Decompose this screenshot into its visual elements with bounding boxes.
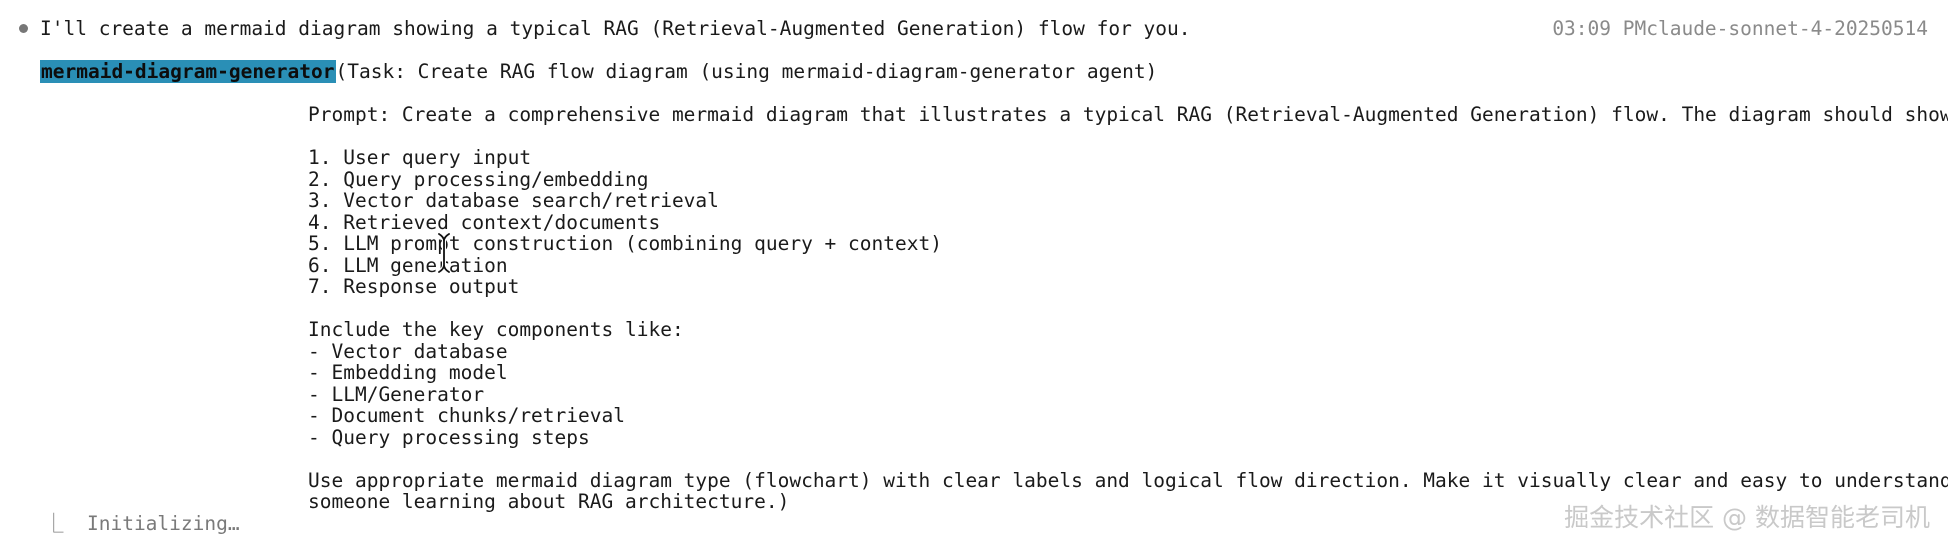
component-item: - Query processing steps xyxy=(308,425,590,449)
prompt-step: 1. User query input xyxy=(308,146,532,169)
agent-name-tag[interactable]: mermaid-diagram-generator xyxy=(40,60,336,83)
model-name: claude-sonnet-4-20250514 xyxy=(1646,17,1928,40)
component-item: - Document chunks/retrieval xyxy=(308,404,625,427)
prompt-step: 2. Query processing/embedding xyxy=(308,167,649,191)
prompt-step: 4. Retrieved context/documents xyxy=(308,210,661,234)
message-meta: 03:09 PMclaude-sonnet-4-20250514 xyxy=(1552,18,1928,40)
text-cursor-icon xyxy=(437,232,451,274)
prompt-intro: Prompt: Create a comprehensive mermaid d… xyxy=(308,103,1948,126)
task-title: (Task: Create RAG flow diagram (using me… xyxy=(335,60,1158,83)
task-header: mermaid-diagram-generator(Task: Create R… xyxy=(40,60,1158,83)
watermark: 掘金技术社区 @ 数据智能老司机 xyxy=(1564,503,1930,532)
message-timestamp: 03:09 PM xyxy=(1552,17,1647,40)
assistant-message: I'll create a mermaid diagram showing a … xyxy=(40,17,1191,40)
prompt-step: 3. Vector database search/retrieval xyxy=(308,189,719,212)
component-item: - LLM/Generator xyxy=(308,382,485,406)
bullet-dot-icon xyxy=(19,24,28,33)
prompt-step: 7. Response output xyxy=(308,275,520,298)
prompt-closing-line: Use appropriate mermaid diagram type (fl… xyxy=(308,468,1948,492)
status-initializing: ⎿ Initializing… xyxy=(44,512,240,535)
component-item: - Embedding model xyxy=(308,361,508,384)
task-prompt: Prompt: Create a comprehensive mermaid d… xyxy=(308,104,1948,513)
component-item: - Vector database xyxy=(308,339,508,363)
prompt-step: 6. LLM generation xyxy=(308,253,508,277)
prompt-step: 5. LLM prompt construction (combining qu… xyxy=(308,232,942,255)
prompt-closing-line: someone learning about RAG architecture.… xyxy=(308,490,790,513)
components-intro: Include the key components like: xyxy=(308,318,684,341)
